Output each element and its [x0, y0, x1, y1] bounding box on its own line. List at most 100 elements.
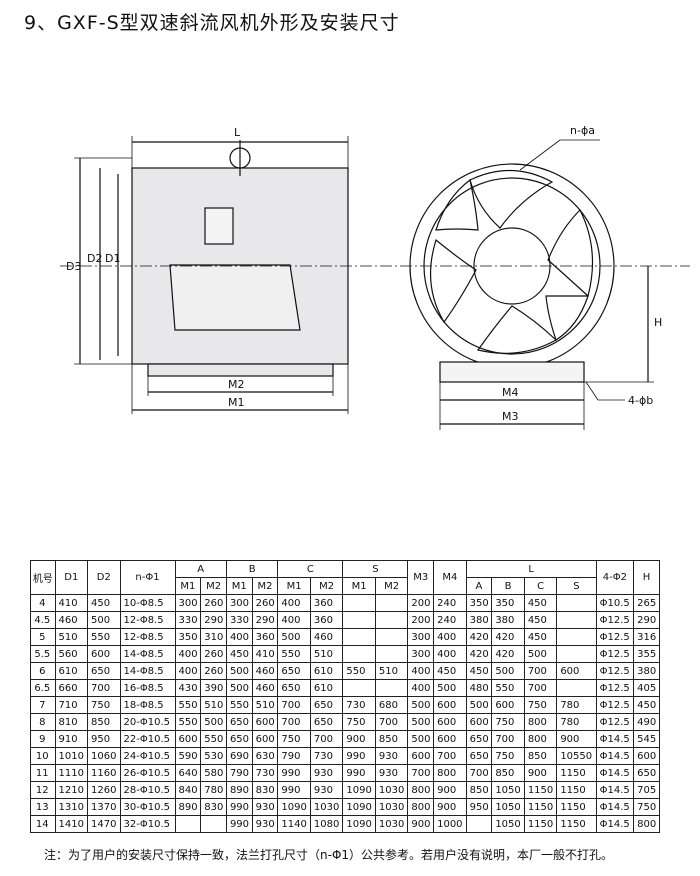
- table-cell: 26-Φ10.5: [119, 764, 176, 782]
- table-cell: [374, 594, 409, 612]
- table-cell: 850: [523, 747, 558, 765]
- table-cell: 5: [30, 628, 56, 646]
- table-cell: 500: [433, 679, 467, 697]
- table-cell: 410: [54, 594, 89, 612]
- table-cell: 260: [200, 662, 227, 680]
- spec-table: 机号 D1 D2 n-Φ1 A B C S M3 M4 L 4-Φ2 H M1 …: [30, 560, 660, 833]
- table-cell: 400: [407, 679, 435, 697]
- table-cell: 780: [556, 696, 597, 714]
- table-cell: 1150: [556, 798, 597, 816]
- table-cell: 700: [523, 679, 558, 697]
- table-cell: 390: [200, 679, 227, 697]
- table-cell: Φ10.5: [595, 594, 635, 612]
- table-cell: 700: [309, 730, 344, 748]
- table-cell: 550: [174, 713, 202, 731]
- table-cell: 890: [225, 781, 253, 799]
- table-cell: 1050: [491, 781, 525, 799]
- table-cell: 900: [556, 730, 597, 748]
- table-cell: 500: [523, 645, 558, 663]
- table-cell: 600: [433, 713, 467, 731]
- table-cell: 1090: [277, 798, 311, 816]
- table-cell: 360: [309, 594, 344, 612]
- table-cell: 650: [277, 662, 311, 680]
- table-cell: 990: [277, 764, 311, 782]
- table-cell: 460: [251, 679, 279, 697]
- table-cell: 730: [342, 696, 376, 714]
- table-cell: 8: [30, 713, 56, 731]
- col-jihao: 机号: [30, 560, 56, 595]
- table-cell: 600: [465, 713, 493, 731]
- col-A: A: [174, 560, 227, 578]
- sub-L-S: S: [556, 577, 597, 595]
- table-cell: 400: [433, 628, 467, 646]
- table-cell: 1060: [87, 747, 121, 765]
- table-cell: 330: [174, 611, 202, 629]
- table-cell: 420: [491, 628, 525, 646]
- table-cell: [174, 815, 202, 833]
- table-cell: 850: [374, 730, 409, 748]
- sub-C-M2: M2: [309, 577, 344, 595]
- table-cell: 790: [277, 747, 311, 765]
- table-cell: 830: [200, 798, 227, 816]
- table-cell: 900: [433, 781, 467, 799]
- table-cell: Φ12.5: [595, 713, 635, 731]
- table-cell: 310: [200, 628, 227, 646]
- table-cell: 800: [433, 764, 467, 782]
- table-cell: 350: [491, 594, 525, 612]
- table-cell: 690: [225, 747, 253, 765]
- table-cell: 705: [633, 781, 660, 799]
- table-cell: 18-Φ8.5: [119, 696, 176, 714]
- table-cell: 1410: [54, 815, 89, 833]
- table-cell: 265: [633, 594, 660, 612]
- table-cell: 1030: [309, 798, 344, 816]
- table-cell: 500: [407, 730, 435, 748]
- table-cell: [200, 815, 227, 833]
- table-cell: 1150: [556, 815, 597, 833]
- table-cell: 380: [633, 662, 660, 680]
- table-cell: 990: [277, 781, 311, 799]
- table-cell: 1050: [491, 798, 525, 816]
- table-cell: 550: [174, 696, 202, 714]
- table-cell: 950: [465, 798, 493, 816]
- table-cell: 420: [465, 628, 493, 646]
- sub-A-M1: M1: [174, 577, 202, 595]
- table-cell: 16-Φ8.5: [119, 679, 176, 697]
- table-cell: 350: [465, 594, 493, 612]
- table-cell: 1050: [491, 815, 525, 833]
- table-cell: 840: [174, 781, 202, 799]
- table-cell: 890: [174, 798, 202, 816]
- dim-D1: D1: [105, 252, 120, 265]
- table-cell: 930: [251, 815, 279, 833]
- col-n-phi1: n-Φ1: [119, 560, 176, 595]
- table-cell: 6: [30, 662, 56, 680]
- table-cell: Φ12.5: [595, 696, 635, 714]
- table-cell: 240: [433, 594, 467, 612]
- table-cell: Φ14.5: [595, 781, 635, 799]
- table-cell: 4: [30, 594, 56, 612]
- table-cell: 510: [374, 662, 409, 680]
- table-cell: 450: [87, 594, 121, 612]
- table-cell: 800: [523, 730, 558, 748]
- table-cell: 550: [342, 662, 376, 680]
- table-cell: 990: [225, 815, 253, 833]
- table-cell: 550: [225, 696, 253, 714]
- col-B: B: [225, 560, 279, 578]
- table-cell: 1110: [54, 764, 89, 782]
- table-cell: 4.5: [30, 611, 56, 629]
- table-cell: 500: [407, 713, 435, 731]
- col-L: L: [465, 560, 597, 578]
- table-cell: 12: [30, 781, 56, 799]
- table-cell: 700: [277, 696, 311, 714]
- table-cell: [374, 628, 409, 646]
- table-cell: 300: [407, 628, 435, 646]
- dim-D2: D2: [87, 252, 102, 265]
- table-cell: Φ14.5: [595, 815, 635, 833]
- table-cell: 990: [225, 798, 253, 816]
- table-cell: 200: [407, 594, 435, 612]
- table-cell: 20-Φ10.5: [119, 713, 176, 731]
- table-cell: 1370: [87, 798, 121, 816]
- table-cell: 350: [174, 628, 202, 646]
- table-cell: 510: [54, 628, 89, 646]
